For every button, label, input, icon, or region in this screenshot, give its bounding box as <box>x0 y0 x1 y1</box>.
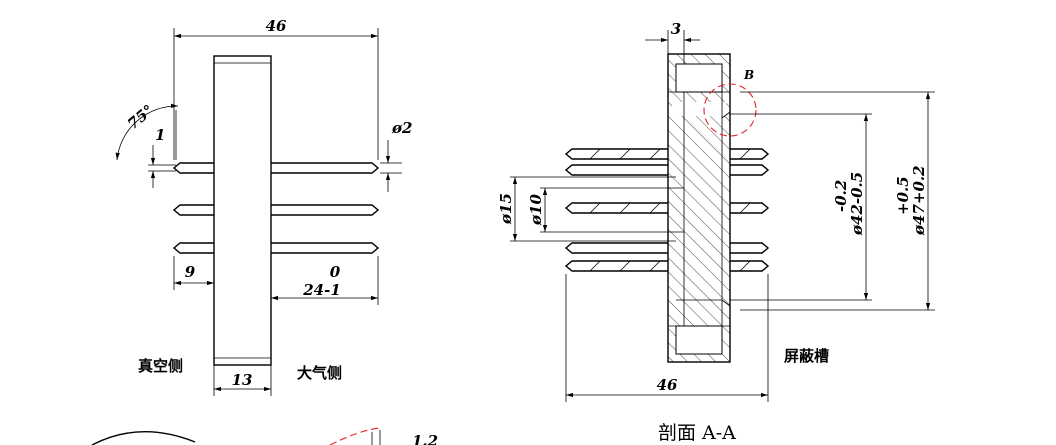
left-view: 46 75° 1 ø2 9 0 24-1 13 真空侧 大气侧 <box>115 17 412 396</box>
dim-13: 13 <box>232 371 253 389</box>
dim-dia47: ø47+0.2 <box>910 165 928 236</box>
section-pin-3 <box>564 202 770 214</box>
fragment-text: 1.2 <box>412 432 438 445</box>
dim-length-24: 24-1 <box>302 281 341 299</box>
dim-thickness-3: 3 <box>671 20 681 38</box>
flange-body <box>213 55 272 366</box>
detail-b-label: B <box>743 68 754 82</box>
dim-9: 9 <box>185 263 196 281</box>
label-atmosphere-side: 大气侧 <box>297 364 342 382</box>
dim-pin-dia: ø2 <box>391 119 412 137</box>
section-title: 剖面 A-A <box>658 422 736 444</box>
section-pin-1 <box>564 148 770 160</box>
label-vacuum-side: 真空侧 <box>138 357 183 375</box>
detail-b-circle <box>703 83 757 137</box>
section-pin-4 <box>564 242 770 254</box>
dim-dia-15: ø15 <box>497 193 515 225</box>
section-pin-5 <box>564 260 770 272</box>
dim-dia-10: ø10 <box>527 194 545 226</box>
bottom-fragment: 1.2 <box>91 427 438 445</box>
pin-row-3 <box>172 242 380 254</box>
dim-dia47-tol: +0.5 <box>894 176 912 215</box>
label-shield-groove: 屏蔽槽 <box>784 347 829 365</box>
dim-46-top: 46 <box>266 17 287 35</box>
section-view: 3 B ø15 ø10 -0.2 ø42-0.5 +0.5 ø47+0.2 46… <box>497 20 935 444</box>
dim-tol-upper: 0 <box>330 263 341 281</box>
pin-row-1 <box>172 162 380 174</box>
dim-angle-75: 75° <box>124 101 157 133</box>
dim-dia42: ø42-0.5 <box>848 172 866 236</box>
pin-row-2 <box>172 204 380 216</box>
dim-chamfer-1: 1 <box>155 126 165 144</box>
dim-46-bottom: 46 <box>657 376 678 394</box>
section-body <box>667 53 731 363</box>
section-pin-2 <box>564 164 770 176</box>
dim-dia42-tol: -0.2 <box>832 180 850 212</box>
